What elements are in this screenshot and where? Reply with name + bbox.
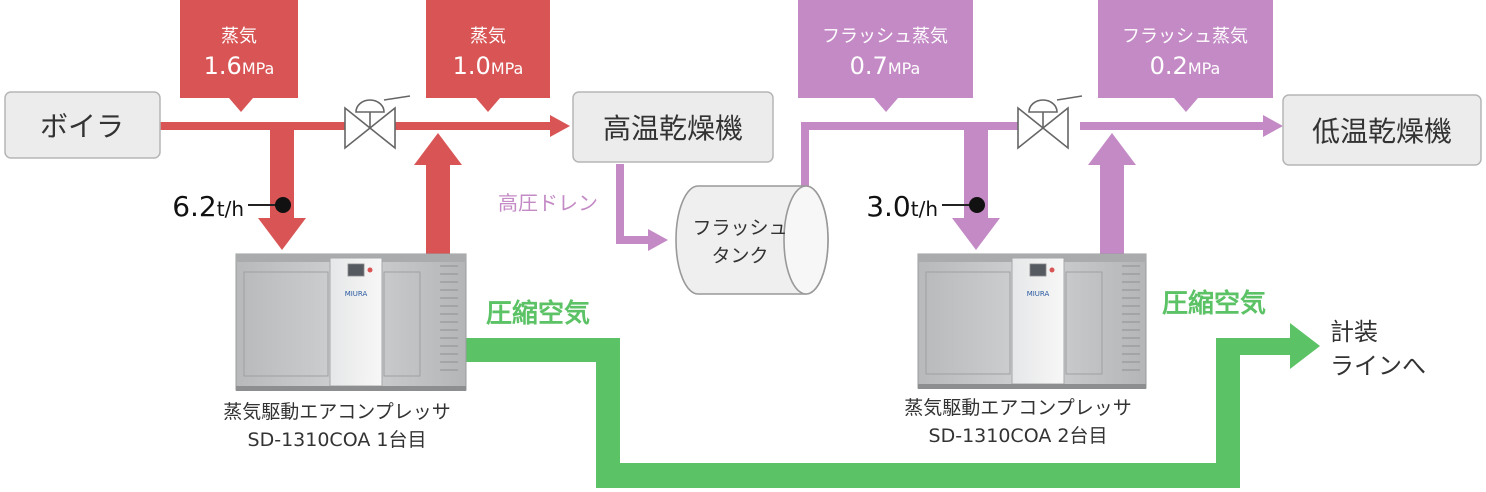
- high-temp-dryer-box: 高温乾燥機: [572, 91, 774, 163]
- tag-flash-2: フラッシュ蒸気 0.2MPa: [1098, 0, 1273, 112]
- flow-rate-1-unit: t/h: [217, 197, 244, 221]
- reducing-valve-2: [1017, 95, 1083, 150]
- flash-down-arrowhead: [952, 218, 1000, 250]
- flash-out-arrowhead: [1263, 115, 1283, 137]
- steam-out-pipe: [395, 122, 550, 130]
- flash-tank: フラッシュ タンク: [675, 185, 829, 295]
- compressor-2: MIURA 蒸気駆動エアコンプレッサ SD-1310COA 2台目: [904, 253, 1147, 447]
- tag-flash-2-value: 0.2: [1150, 52, 1188, 80]
- flow-rate-2: 3.0t/h: [866, 190, 985, 223]
- tag-flash-2-unit: MPa: [1188, 59, 1221, 78]
- tag-flash-1-value: 0.7: [850, 52, 888, 80]
- boiler-label: ボイラ: [40, 110, 124, 143]
- compressor-2-line1: 蒸気駆動エアコンプレッサ: [904, 397, 1131, 419]
- tag-steam-2-name: 蒸気: [470, 26, 506, 47]
- compressor-1-brand: MIURA: [345, 290, 368, 298]
- steam-up-pipe: [426, 162, 450, 254]
- compressor-2-line2: SD-1310COA 2台目: [929, 425, 1108, 447]
- flow-rate-2-value: 3.0: [866, 190, 911, 223]
- drain-arrowhead: [648, 229, 668, 251]
- tag-steam-1-name: 蒸気: [221, 26, 257, 47]
- svg-text:1.6MPa: 1.6MPa: [204, 52, 275, 80]
- svg-text:0.7MPa: 0.7MPa: [850, 52, 921, 80]
- low-temp-dryer-box: 低温乾燥機: [1282, 94, 1482, 166]
- flow-rate-2-unit: t/h: [911, 197, 938, 221]
- steam-line: [160, 115, 570, 254]
- air-pipe: [466, 323, 1320, 488]
- compressed-air-line: [466, 323, 1320, 488]
- tank-label-line1: フラッシュ: [692, 217, 787, 239]
- steam-out-arrowhead: [550, 115, 570, 137]
- flash-up-pipe: [1100, 162, 1124, 254]
- tag-steam-2: 蒸気 1.0MPa: [426, 0, 550, 112]
- compressor-2-brand: MIURA: [1027, 290, 1050, 298]
- drain-label: 高圧ドレン: [498, 191, 598, 215]
- tag-flash-1: フラッシュ蒸気 0.7MPa: [798, 0, 973, 112]
- tag-steam-1-value: 1.6: [204, 52, 242, 80]
- instrument-label-line1: 計装: [1330, 318, 1378, 346]
- instrument-label-line2: ラインへ: [1330, 352, 1426, 380]
- flash-riser-pipe: [801, 122, 1018, 190]
- air-label-2: 圧縮空気: [1162, 288, 1266, 319]
- tag-flash-2-name: フラッシュ蒸気: [1122, 26, 1248, 47]
- steam-main-pipe: [160, 122, 345, 130]
- drain-pipe: [616, 164, 650, 244]
- flash-out-pipe: [1080, 122, 1265, 130]
- tag-steam-1: 蒸気 1.6MPa: [180, 0, 298, 112]
- flash-up-arrowhead: [1088, 133, 1136, 165]
- tag-flash-1-name: フラッシュ蒸気: [822, 26, 948, 47]
- compressor-1-line1: 蒸気駆動エアコンプレッサ: [223, 401, 450, 423]
- svg-text:6.2t/h: 6.2t/h: [172, 190, 244, 223]
- tag-steam-2-value: 1.0: [453, 52, 491, 80]
- flow-rate-1: 6.2t/h: [172, 190, 291, 223]
- steam-up-arrowhead: [414, 133, 462, 165]
- tag-steam-1-unit: MPa: [242, 59, 275, 78]
- high-temp-dryer-label: 高温乾燥機: [603, 112, 743, 145]
- tank-label-line2: タンク: [711, 245, 768, 267]
- low-temp-dryer-label: 低温乾燥機: [1312, 115, 1452, 148]
- flow-rate-1-value: 6.2: [172, 190, 217, 223]
- steam-down-arrowhead: [258, 218, 306, 250]
- air-label-1: 圧縮空気: [486, 298, 590, 329]
- tag-flash-1-unit: MPa: [888, 59, 921, 78]
- svg-text:0.2MPa: 0.2MPa: [1150, 52, 1221, 80]
- svg-text:1.0MPa: 1.0MPa: [453, 52, 524, 80]
- reducing-valve-1: [344, 95, 411, 150]
- compressor-1: MIURA 蒸気駆動エアコンプレッサ SD-1310COA 1台目: [223, 253, 467, 451]
- tag-steam-2-unit: MPa: [491, 59, 524, 78]
- svg-text:3.0t/h: 3.0t/h: [866, 190, 938, 223]
- compressor-1-line2: SD-1310COA 1台目: [248, 429, 427, 451]
- boiler-box: ボイラ: [4, 91, 161, 159]
